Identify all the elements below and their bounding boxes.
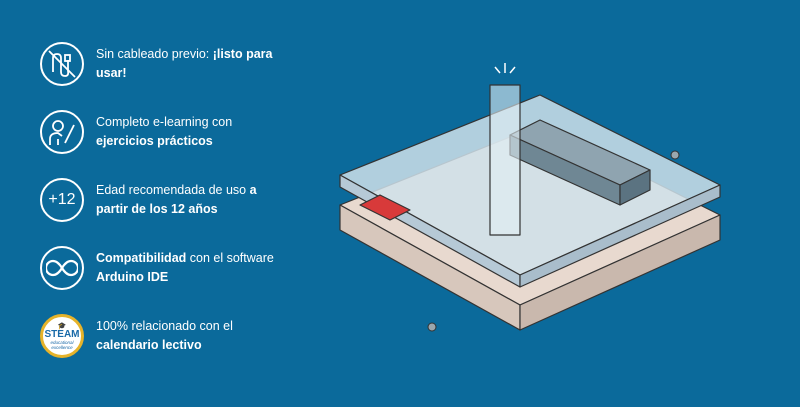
feature-text-bold: Arduino IDE [96, 270, 169, 284]
badge-line2: excellence [51, 344, 73, 350]
feature-age: +12 Edad recomendada de uso a partir de … [40, 178, 286, 222]
feature-text: Completo e-learning con [96, 115, 233, 129]
age-12-icon: +12 [40, 178, 84, 222]
badge-title: STEAM [44, 328, 80, 340]
steam-badge-icon: 🎓 STEAM educational excellence [40, 314, 84, 358]
badge-line1: educational [50, 339, 74, 345]
feature-no-cable: Sin cableado previo: ¡listo para usar! [40, 42, 286, 86]
feature-e-learning: Completo e-learning con ejercicios práct… [40, 110, 286, 154]
feature-text-bold: ejercicios prácticos [96, 134, 213, 148]
feature-steam: 🎓 STEAM educational excellence 100% rela… [40, 314, 286, 358]
feature-text: Edad recomendada de uso [96, 183, 250, 197]
feature-arduino: Compatibilidad con el software Arduino I… [40, 246, 286, 290]
feature-text-bold: calendario lectivo [96, 338, 202, 352]
feature-text-bold: Compatibilidad [96, 251, 187, 265]
feature-text: 100% relacionado con el [96, 319, 233, 333]
arduino-kit-case-illustration [339, 63, 721, 332]
feature-text-bold: a partir de los 12 años [96, 183, 257, 216]
arduino-infinity-icon [40, 246, 84, 290]
e-learning-icon [40, 110, 84, 154]
feature-text: con el software [186, 251, 274, 265]
feature-text: Sin cableado previo: [96, 47, 213, 61]
feature-text-bold: ¡listo para usar! [96, 47, 273, 80]
age-label: +12 [48, 191, 76, 208]
no-cable-icon [40, 42, 84, 86]
